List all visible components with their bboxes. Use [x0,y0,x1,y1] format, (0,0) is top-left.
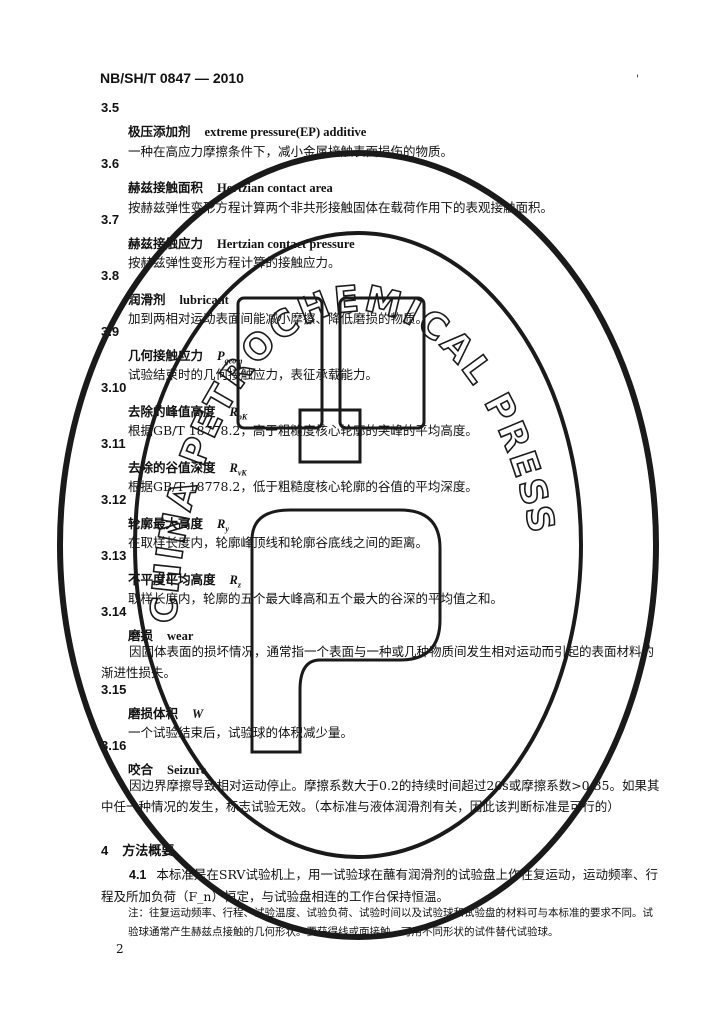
term-heading: 不平度平均高度 Rz [128,569,241,590]
clause-number: 3.15 [101,682,127,697]
clause-number: 3.7 [101,212,120,227]
term-en: Hertzian contact pressure [217,237,355,251]
term-cn: 几何接触应力 [128,348,204,363]
standard-code: NB/SH/T 0847 — 2010 [100,70,244,86]
term-definition: 因固体表面的损坏情况，通常指一个表面与一种或几种物质间发生相对运动而引起的表面材… [101,644,655,680]
term-definition: 试验结束时的几何接触应力，表征承载能力。 [128,367,379,382]
section-heading: 4 方法概要 [101,840,174,859]
term-definition: 加到两相对运动表面间能减小摩擦、降低磨损的物质。 [128,311,429,326]
clause-number: 3.10 [101,380,127,395]
term-en: extreme pressure(EP) additive [204,125,367,139]
term-cn: 轮廓最大高度 [128,516,204,531]
clause-number: 3.13 [101,548,127,563]
clause-number: 3.8 [101,268,120,283]
term-definition: 一种在高应力摩擦条件下，减小金属接触表面损伤的物质。 [128,144,454,159]
symbol-main: R [229,573,238,587]
term-en: Hertzian contact area [217,181,333,195]
term-cn: 去除的谷值深度 [128,460,216,475]
term-definition: 根据GB/T 18778.2，低于粗糙度核心轮廓的谷值的平均深度。 [128,479,478,494]
term-symbol: RvK [229,461,247,478]
clause-number: 3.5 [101,100,120,115]
section-title: 方法概要 [122,844,175,859]
term-heading: 几何接触应力 Pgeom [128,345,242,366]
term-definition: 根据GB/T 18778.2，高于粗糙度核心轮廓的突峰的平均高度。 [128,423,478,438]
term-heading: 去除的谷值深度 RvK [128,457,247,478]
corner-mark: ' [636,74,639,85]
term-definition: 按赫兹弹性变形方程计算的接触应力。 [128,255,341,270]
page-number: 2 [116,942,124,956]
term-cn: 赫兹接触面积 [128,180,204,195]
term-heading: 去除的峰值高度 RpK [128,401,247,422]
term-definition: 一个试验结束后，试验球的体积减少量。 [128,725,354,740]
term-cn: 磨损体积 [128,706,179,721]
term-symbol: W [192,707,204,721]
symbol-main: P [217,349,225,363]
term-heading: 极压添加剂 extreme pressure(EP) additive [128,121,366,140]
term-cn: 赫兹接触应力 [128,236,204,251]
section-number: 4 [101,843,109,858]
term-definition: 在取样长度内，轮廓峰顶线和轮廓谷底线之间的距离。 [128,535,429,550]
term-en: lubricant [179,293,229,307]
term-symbol: Pgeom [217,349,242,366]
clause-text: 本标准是在SRV试验机上，用一试验球在蘸有润滑剂的试验盘上作往复运动，运动频率、… [101,867,658,904]
symbol-main: R [229,461,238,475]
term-definition: 因边界摩擦导致相对运动停止。摩擦系数大于0.2的持续时间超过20s或摩擦系数>0… [101,778,660,814]
clause-number: 3.6 [101,156,120,171]
clause-number: 3.16 [101,738,127,753]
clause-number: 3.9 [101,324,120,339]
note: 注：往复运动频率、行程、试验温度、试验负荷、试验时间以及试验球和试验盘的材料可与… [128,907,653,938]
term-symbol: Rz [229,573,241,590]
clause-number: 4.1 [129,868,147,882]
term-symbol: Ry [217,517,229,534]
term-cn: 润滑剂 [128,292,166,307]
term-heading: 轮廓最大高度 Ry [128,513,229,534]
term-cn: 不平度平均高度 [128,572,216,587]
term-cn: 去除的峰值高度 [128,404,216,419]
term-definition: 按赫兹弹性变形方程计算两个非共形接触固体在载荷作用下的表观接触面积。 [128,200,554,215]
term-symbol: RpK [229,405,248,422]
term-cn: 极压添加剂 [128,124,191,139]
clause-number: 3.14 [101,604,127,619]
term-definition: 取样长度内，轮廓的五个最大峰高和五个最大的谷深的平均值之和。 [128,591,504,606]
term-heading: 磨损体积 W [128,703,203,722]
clause-number: 3.11 [101,436,126,451]
term-heading: 赫兹接触面积 Hertzian contact area [128,177,333,196]
term-heading: 赫兹接触应力 Hertzian contact pressure [128,233,355,252]
term-heading: 润滑剂 lubricant [128,289,229,308]
clause-number: 3.12 [101,492,127,507]
symbol-main: R [229,405,238,419]
